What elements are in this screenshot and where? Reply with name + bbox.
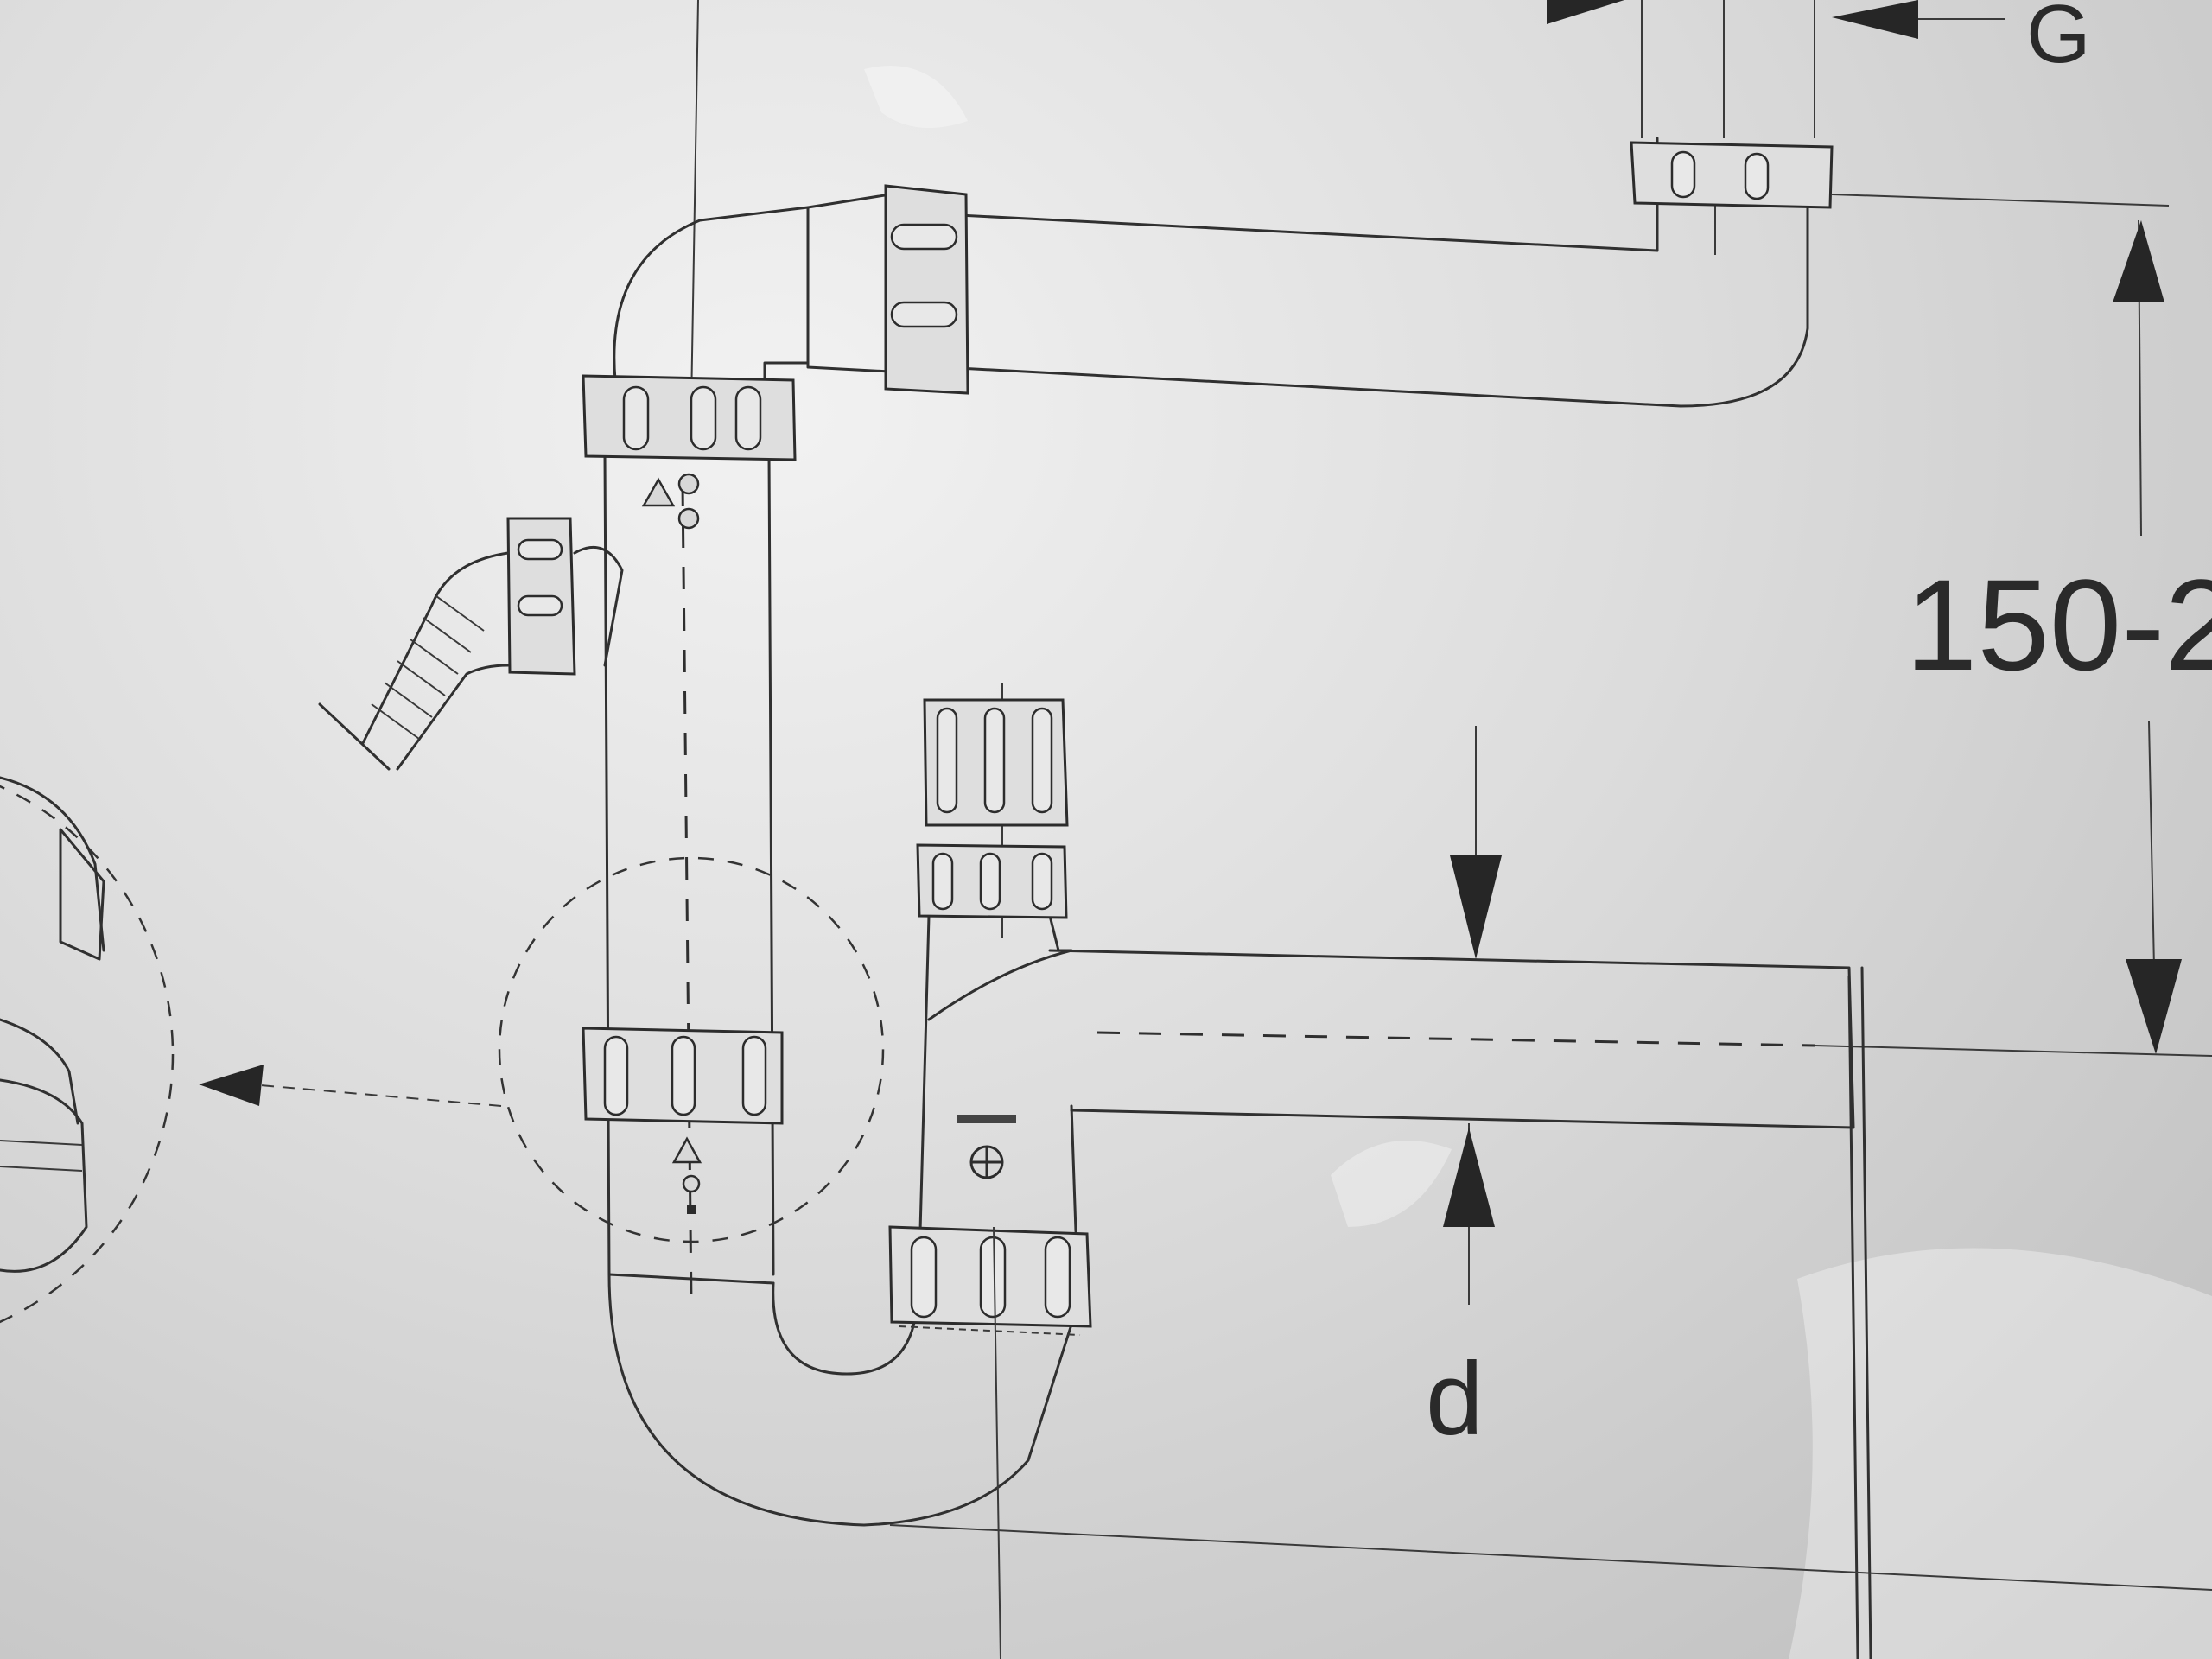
riser-markings [957, 1115, 1016, 1179]
plastic-glare [864, 66, 2212, 1659]
side-inlet-hose [318, 517, 624, 771]
riser-top-nuts [916, 698, 1069, 919]
horizontal-outlet [889, 949, 2212, 1659]
elbow-coupling-nut [884, 184, 969, 395]
tube-warning-symbols [641, 473, 700, 530]
top-right-coupling-nut [1630, 141, 1834, 209]
detail-circle [498, 856, 885, 1243]
main-vertical-tube [603, 452, 775, 1306]
g-dimension-arrows [1547, 0, 2005, 39]
dimension-top-line [1831, 194, 2170, 207]
dimension-arrow-up [2113, 220, 2164, 302]
reference-line-left [690, 0, 699, 407]
label-g: G [2026, 0, 2091, 80]
top-inlet-lines [1641, 0, 1815, 138]
label-d: d [1426, 1341, 1484, 1457]
lower-riser-nut [888, 1225, 1092, 1336]
bottom-centerline [993, 1226, 1001, 1659]
label-height-dimension: 150-2 [1905, 552, 2212, 697]
lower-tube-nut [582, 1027, 784, 1125]
upper-elbow [613, 193, 892, 382]
d-dimension [1443, 726, 1502, 1305]
dimension-arrow-down [2126, 959, 2182, 1054]
upper-tube-nut [582, 374, 797, 461]
lower-warning-symbols [671, 1136, 702, 1214]
detail-arrow [199, 1065, 502, 1107]
left-detail-part [0, 776, 175, 1324]
u-bend-trap [607, 1268, 1090, 1527]
